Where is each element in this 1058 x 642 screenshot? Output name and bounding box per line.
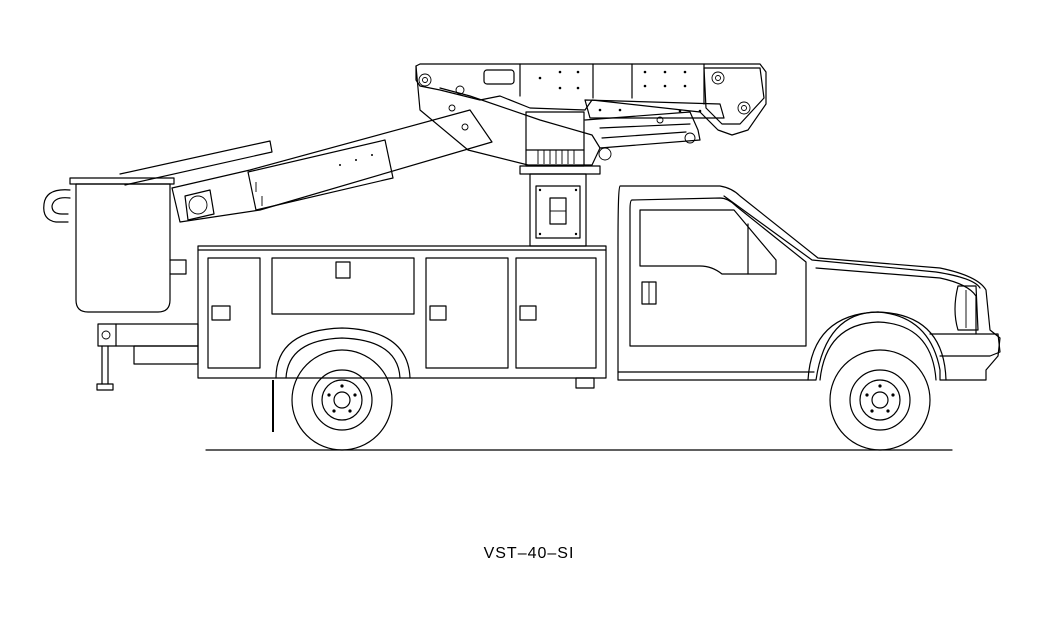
turret-pedestal bbox=[519, 111, 601, 247]
upper-boom bbox=[415, 63, 767, 166]
rear-wheel bbox=[291, 349, 393, 451]
service-body bbox=[96, 245, 607, 432]
bucket bbox=[43, 177, 187, 313]
model-label: VST–40–SI bbox=[483, 545, 575, 562]
front-wheel bbox=[829, 349, 931, 451]
truck-cab bbox=[617, 185, 1001, 381]
lower-boom bbox=[119, 109, 493, 223]
